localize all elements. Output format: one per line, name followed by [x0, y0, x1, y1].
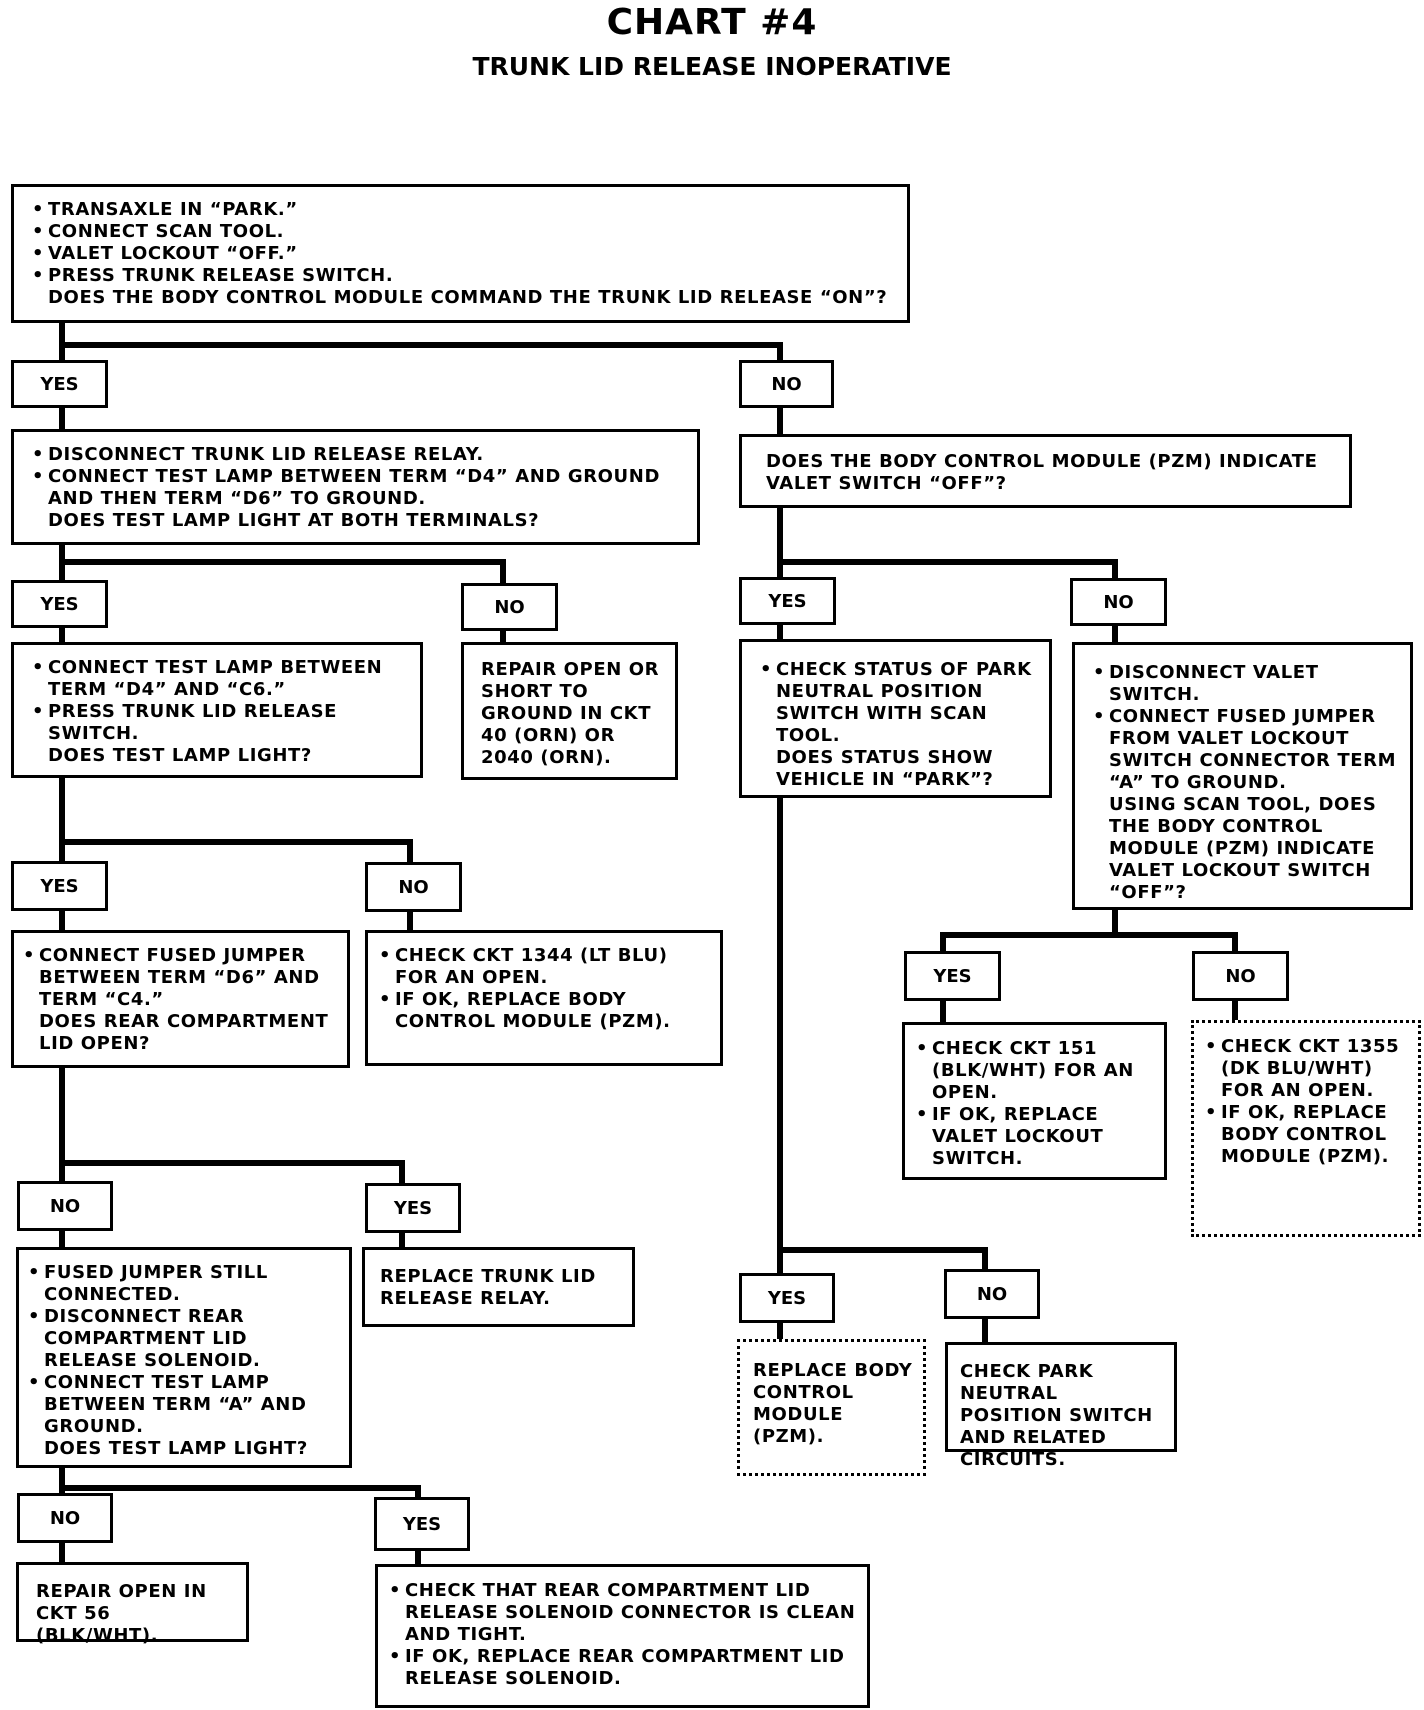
- connector-still: [59, 1462, 421, 1503]
- connector-relay: [59, 539, 506, 585]
- disconnect-valet-question: USING SCAN TOOL, DOES THE BODY CONTROL M…: [1109, 794, 1377, 903]
- yes-label: YES: [739, 1273, 835, 1323]
- start-question: DOES THE BODY CONTROL MODULE COMMAND THE…: [48, 287, 888, 308]
- connector-disc-valet: [940, 903, 1118, 955]
- relay-test-question: DOES TEST LAMP LIGHT AT BOTH TERMINALS?: [48, 510, 540, 531]
- yes-label: YES: [11, 580, 108, 628]
- fused-jumper-d6-c4-box: CONNECT FUSED JUMPER BETWEEN TERM “D6” A…: [11, 930, 350, 1068]
- check-ckt1344-box: CHECK CKT 1344 (LT BLU) FOR AN OPEN. IF …: [365, 930, 723, 1066]
- repair-ckt56-text: REPAIR OPEN IN CKT 56 (BLK/WHT).: [36, 1581, 207, 1646]
- check-ckt151-step: CHECK CKT 151 (BLK/WHT) FOR AN OPEN.: [916, 1038, 1154, 1104]
- start-step: CONNECT SCAN TOOL.: [32, 221, 897, 243]
- no-label: NO: [944, 1269, 1040, 1319]
- yes-label: YES: [904, 951, 1001, 1001]
- check-park-switch-box: CHECK PARK NEUTRAL POSITION SWITCH AND R…: [945, 1342, 1177, 1470]
- lamp-d4-c6-step: PRESS TRUNK LID RELEASE SWITCH.: [32, 701, 410, 745]
- replace-bcm-text: REPLACE BODY CONTROL MODULE (PZM).: [753, 1360, 913, 1447]
- replace-bcm-box: REPLACE BODY CONTROL MODULE (PZM).: [737, 1339, 926, 1476]
- replace-relay-text: REPLACE TRUNK LID RELEASE RELAY.: [380, 1266, 596, 1309]
- relay-test-box: DISCONNECT TRUNK LID RELEASE RELAY. CONN…: [11, 429, 700, 545]
- connector-park: [777, 792, 988, 1273]
- relay-test-step: DISCONNECT TRUNK LID RELEASE RELAY.: [32, 444, 687, 466]
- yes-label: YES: [11, 360, 108, 408]
- repair-open-ckt40-text: REPAIR OPEN OR SHORT TO GROUND IN CKT 40…: [481, 659, 660, 768]
- fused-jumper-still-step: CONNECT TEST LAMP BETWEEN TERM “A” AND G…: [28, 1372, 339, 1438]
- fused-jumper-d6-c4-question: DOES REAR COMPARTMENT LID OPEN?: [39, 1011, 329, 1054]
- connector-lamp: [59, 772, 413, 865]
- check-solenoid-connector-step: CHECK THAT REAR COMPARTMENT LID RELEASE …: [389, 1580, 857, 1646]
- repair-open-ckt40-box: REPAIR OPEN OR SHORT TO GROUND IN CKT 40…: [461, 642, 678, 780]
- no-label: NO: [17, 1181, 113, 1231]
- fused-jumper-still-step: FUSED JUMPER STILL CONNECTED.: [28, 1262, 339, 1306]
- check-park-status-question: DOES STATUS SHOW VEHICLE IN “PARK”?: [776, 747, 994, 790]
- check-solenoid-connector-box: CHECK THAT REAR COMPARTMENT LID RELEASE …: [375, 1564, 870, 1708]
- check-solenoid-connector-step: IF OK, REPLACE REAR COMPARTMENT LID RELE…: [389, 1646, 857, 1690]
- check-ckt151-step: IF OK, REPLACE VALET LOCKOUT SWITCH.: [916, 1104, 1154, 1170]
- fused-jumper-still-question: DOES TEST LAMP LIGHT?: [44, 1438, 308, 1459]
- relay-test-step: CONNECT TEST LAMP BETWEEN TERM “D4” AND …: [32, 466, 687, 510]
- start-step: VALET LOCKOUT “OFF.”: [32, 243, 897, 265]
- disconnect-valet-step: CONNECT FUSED JUMPER FROM VALET LOCKOUT …: [1093, 706, 1400, 794]
- connector-start: [59, 317, 783, 365]
- disconnect-valet-step: DISCONNECT VALET SWITCH.: [1093, 662, 1400, 706]
- valet-switch-query-text: DOES THE BODY CONTROL MODULE (PZM) INDIC…: [766, 451, 1318, 494]
- no-label: NO: [461, 583, 558, 631]
- check-ckt1355-box: CHECK CKT 1355 (DK BLU/WHT) FOR AN OPEN.…: [1191, 1020, 1421, 1237]
- no-label: NO: [365, 862, 462, 912]
- check-ckt1355-step: IF OK, REPLACE BODY CONTROL MODULE (PZM)…: [1205, 1102, 1412, 1168]
- valet-switch-query-box: DOES THE BODY CONTROL MODULE (PZM) INDIC…: [739, 434, 1352, 508]
- check-park-status-box: CHECK STATUS OF PARK NEUTRAL POSITION SW…: [739, 639, 1052, 798]
- check-ckt1355-step: CHECK CKT 1355 (DK BLU/WHT) FOR AN OPEN.: [1205, 1036, 1412, 1102]
- start-step: TRANSAXLE IN “PARK.”: [32, 199, 897, 221]
- no-label: NO: [1070, 578, 1167, 626]
- no-label: NO: [739, 360, 834, 408]
- start-step: PRESS TRUNK RELEASE SWITCH.: [32, 265, 897, 287]
- page-title: CHART #4: [606, 2, 818, 43]
- repair-ckt56-box: REPAIR OPEN IN CKT 56 (BLK/WHT).: [16, 1562, 249, 1646]
- yes-label: YES: [365, 1183, 461, 1233]
- page-subtitle: TRUNK LID RELEASE INOPERATIVE: [472, 52, 952, 81]
- check-park-switch-text: CHECK PARK NEUTRAL POSITION SWITCH AND R…: [960, 1361, 1153, 1470]
- connector-valet: [777, 502, 1118, 583]
- check-ckt1344-step: IF OK, REPLACE BODY CONTROL MODULE (PZM)…: [379, 989, 710, 1033]
- start-box: TRANSAXLE IN “PARK.” CONNECT SCAN TOOL. …: [11, 184, 910, 323]
- disconnect-valet-box: DISCONNECT VALET SWITCH. CONNECT FUSED J…: [1072, 642, 1413, 910]
- no-label: NO: [1192, 951, 1289, 1001]
- check-park-status-step: CHECK STATUS OF PARK NEUTRAL POSITION SW…: [760, 659, 1039, 747]
- check-ckt151-box: CHECK CKT 151 (BLK/WHT) FOR AN OPEN. IF …: [902, 1022, 1167, 1180]
- replace-relay-box: REPLACE TRUNK LID RELEASE RELAY.: [362, 1247, 635, 1327]
- fused-jumper-still-box: FUSED JUMPER STILL CONNECTED. DISCONNECT…: [16, 1247, 352, 1468]
- lamp-d4-c6-box: CONNECT TEST LAMP BETWEEN TERM “D4” AND …: [11, 642, 423, 778]
- check-ckt1344-step: CHECK CKT 1344 (LT BLU) FOR AN OPEN.: [379, 945, 710, 989]
- yes-label: YES: [11, 861, 108, 911]
- connector-fused: [59, 1062, 405, 1186]
- fused-jumper-d6-c4-step: CONNECT FUSED JUMPER BETWEEN TERM “D6” A…: [23, 945, 337, 1011]
- lamp-d4-c6-question: DOES TEST LAMP LIGHT?: [48, 745, 312, 766]
- yes-label: YES: [739, 577, 836, 625]
- yes-label: YES: [374, 1497, 470, 1551]
- lamp-d4-c6-step: CONNECT TEST LAMP BETWEEN TERM “D4” AND …: [32, 657, 410, 701]
- fused-jumper-still-step: DISCONNECT REAR COMPARTMENT LID RELEASE …: [28, 1306, 339, 1372]
- no-label: NO: [17, 1493, 113, 1543]
